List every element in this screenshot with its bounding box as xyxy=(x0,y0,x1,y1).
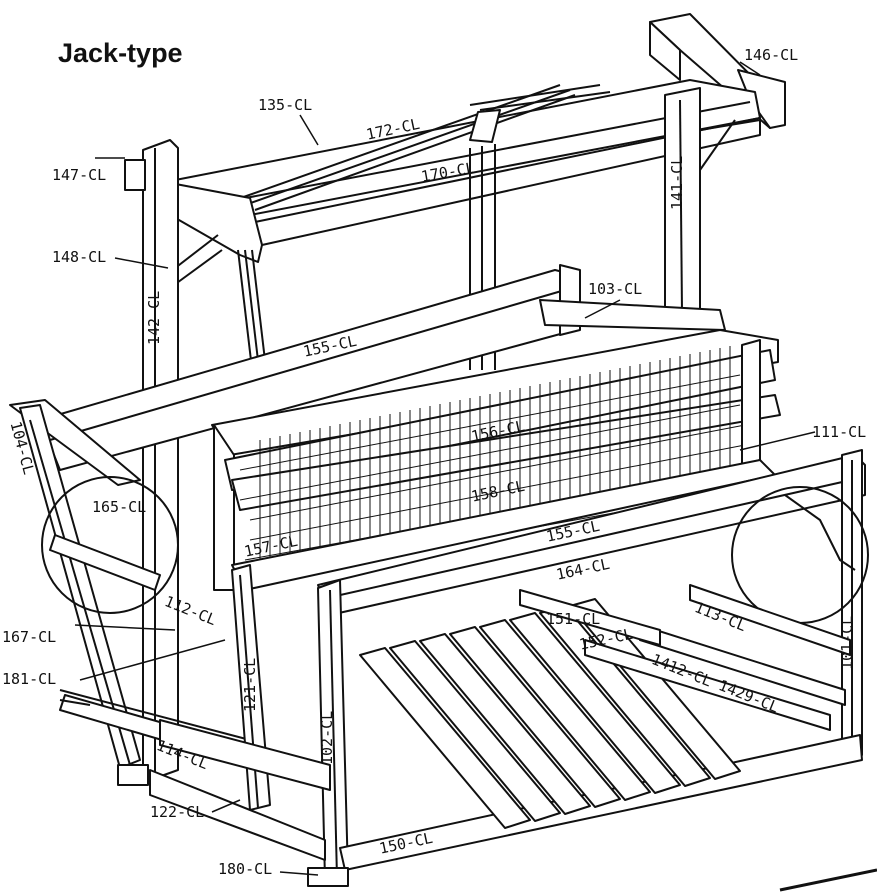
diagram-title: Jack-type xyxy=(58,38,183,68)
top-castle xyxy=(164,13,786,421)
label-165-cl: 165-CL xyxy=(92,498,147,516)
label-167-cl: 167-CL xyxy=(2,628,57,646)
lamms xyxy=(519,584,851,731)
label-103-cl: 103-CL xyxy=(588,280,643,298)
label-102-cl: 102-CL xyxy=(318,710,336,765)
label-147-cl: 147-CL xyxy=(52,166,107,184)
shafts xyxy=(211,329,781,591)
feet xyxy=(59,699,877,892)
label-181-cl: 181-CL xyxy=(2,670,57,688)
label-111-cl: 111-CL xyxy=(812,423,867,441)
label-151-cl: 151-CL xyxy=(546,610,601,628)
label-135-cl: 135-CL xyxy=(258,96,313,114)
label-148-cl: 148-CL xyxy=(52,248,107,266)
label-122-cl: 122-CL xyxy=(150,803,205,821)
label-142-cl: 142-CL xyxy=(145,290,163,345)
label-180-cl: 180-CL xyxy=(218,860,273,878)
label-146-cl: 146-CL xyxy=(744,46,799,64)
label-141-cl: 141-CL xyxy=(668,155,686,210)
treadles xyxy=(359,598,741,829)
heddles xyxy=(259,346,731,580)
label-121-cl: 121-CL xyxy=(241,657,259,712)
left-post xyxy=(124,139,179,781)
label-101-cl: 101-CL xyxy=(838,615,856,670)
leader-lines xyxy=(74,61,816,876)
